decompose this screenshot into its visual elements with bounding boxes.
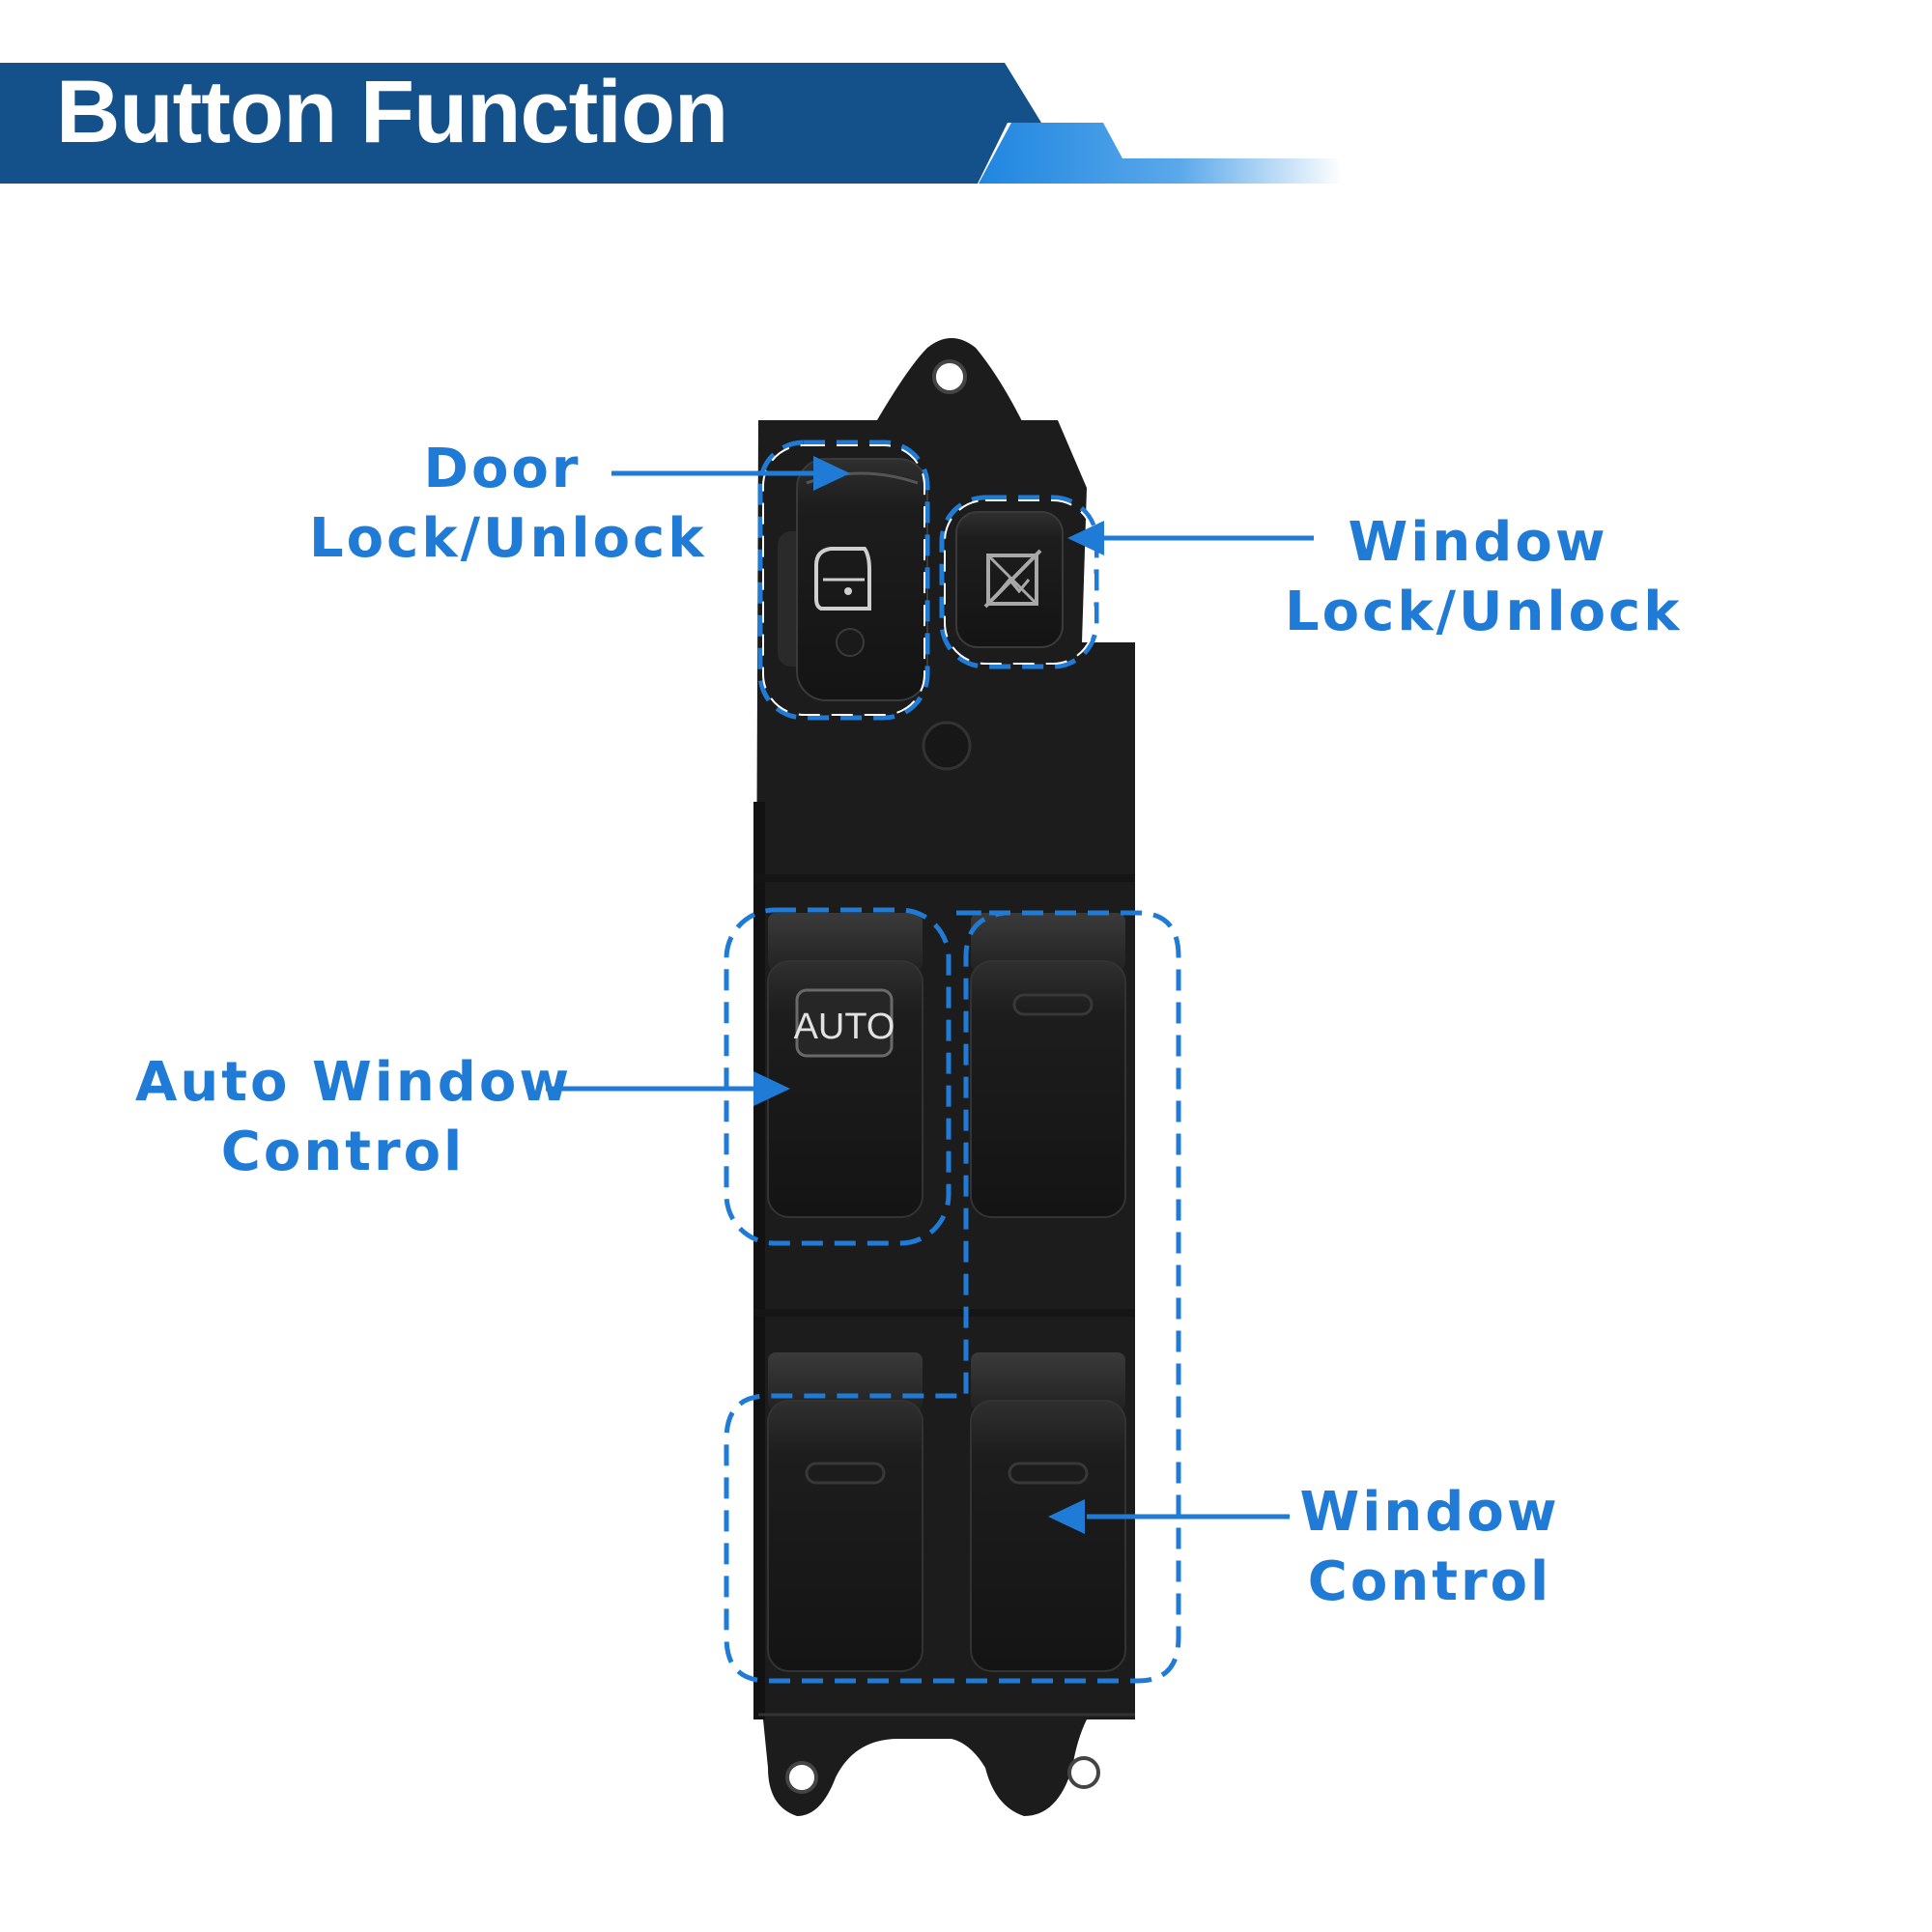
- window-lock-switch[interactable]: [955, 511, 1064, 648]
- callout-window-control-line1: Window: [1299, 1481, 1560, 1544]
- auto-window-arrowhead: [753, 1071, 790, 1106]
- housing-edge-left: [753, 802, 765, 1719]
- door-lock-arrowhead: [813, 456, 850, 491]
- window-control-highlight: [724, 910, 1181, 1684]
- header-banner: [0, 63, 1343, 184]
- rear-left-window-switch[interactable]: [767, 1352, 923, 1672]
- callout-auto-window: Auto Window Control: [135, 1048, 573, 1187]
- callout-door-lock: Door Lock/Unlock: [309, 435, 707, 574]
- callout-door-lock-line1: Door: [423, 438, 582, 500]
- callout-auto-window-line2: Control: [220, 1121, 466, 1183]
- banner-accent-stripe: [979, 123, 1343, 184]
- passenger-window-switch[interactable]: [970, 1352, 1126, 1672]
- highlight-outlines: [724, 440, 1181, 1684]
- callout-window-lock-line1: Window: [1348, 511, 1608, 574]
- callout-window-control-line2: Control: [1307, 1550, 1552, 1613]
- banner-dark-band: [0, 63, 1041, 184]
- mounting-hole-top: [932, 359, 967, 394]
- door-lock-icon: [814, 547, 871, 611]
- auto-window-switch[interactable]: AUTO: [767, 913, 923, 1218]
- auto-label: AUTO: [794, 1007, 895, 1047]
- door-lock-highlight-inner: [762, 444, 925, 716]
- callout-window-control: Window Control: [1256, 1478, 1604, 1617]
- callout-window-lock-line2: Lock/Unlock: [1285, 581, 1683, 643]
- page-title: Button Function: [56, 63, 728, 161]
- auto-window-highlight: [724, 907, 952, 1246]
- window-lock-highlight: [939, 495, 1099, 669]
- housing-divider: [753, 874, 1135, 882]
- callout-auto-window-line1: Auto Window: [135, 1051, 573, 1114]
- window-lock-highlight-inner: [944, 499, 1094, 665]
- callout-door-lock-line2: Lock/Unlock: [309, 507, 707, 570]
- mounting-hole-bottom-left: [785, 1761, 818, 1794]
- door-lock-switch[interactable]: [778, 458, 928, 701]
- callout-window-lock: Window Lock/Unlock: [1285, 508, 1683, 647]
- housing-socket: [922, 721, 972, 771]
- rear-right-window-switch[interactable]: [970, 913, 1126, 1218]
- callout-arrows: [546, 456, 1314, 1534]
- mounting-hole-bottom-right: [1067, 1756, 1100, 1789]
- window-lock-arrowhead: [1067, 521, 1104, 555]
- window-lock-icon: [983, 549, 1042, 609]
- window-control-arrowhead: [1048, 1499, 1085, 1534]
- door-lock-highlight: [757, 440, 930, 721]
- housing-divider-lower: [753, 1309, 1135, 1317]
